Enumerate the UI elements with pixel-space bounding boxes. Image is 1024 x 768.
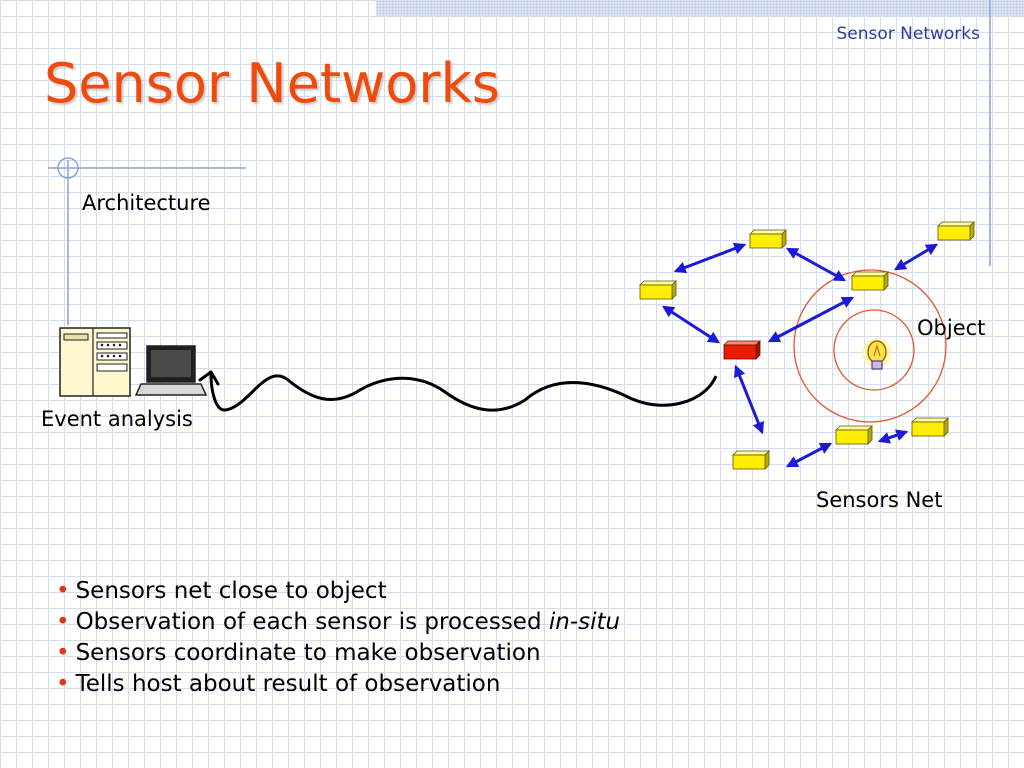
bullet-item: •Sensors net close to object (56, 576, 620, 607)
architecture-label: Architecture (82, 191, 211, 215)
sensor-node (835, 425, 873, 445)
bullet-mark: • (56, 671, 70, 697)
bullet-item: •Observation of each sensor is processed… (56, 607, 620, 638)
bullet-emphasis: in-situ (548, 609, 621, 635)
sensor-node (937, 221, 975, 241)
bullet-text: Sensors net close to object (75, 578, 387, 604)
event-analysis-label: Event analysis (41, 407, 193, 431)
bullet-text: Sensors coordinate to make observation (75, 640, 541, 666)
header-title: Sensor Networks (836, 24, 980, 44)
laptop-icon (134, 345, 208, 396)
bullet-item: •Tells host about result of observation (56, 669, 620, 700)
sensor-node (911, 417, 949, 437)
object-label: Object (917, 316, 986, 340)
sink-node (723, 340, 761, 360)
bullet-text: Tells host about result of observation (75, 671, 501, 697)
sensor-node (749, 229, 787, 249)
bullet-mark: • (56, 609, 70, 635)
outer-range-circle (793, 269, 947, 423)
sensor-node (732, 450, 770, 470)
inner-range-circle (833, 309, 915, 391)
server-icon (59, 327, 131, 397)
sensor-node (851, 271, 889, 291)
sensors-net-label: Sensors Net (816, 488, 943, 512)
sensor-node (639, 280, 677, 300)
bullet-list: •Sensors net close to object •Observatio… (56, 576, 620, 700)
bullet-item: •Sensors coordinate to make observation (56, 638, 620, 669)
connection-arrows (661, 242, 939, 468)
bullet-text: Observation of each sensor is processed (75, 609, 549, 635)
bullet-mark: • (56, 578, 70, 604)
slide-title: Sensor Networks (44, 52, 500, 115)
lightbulb-icon (862, 338, 892, 370)
bullet-mark: • (56, 640, 70, 666)
header-band (376, 0, 1024, 16)
wireless-link (198, 370, 718, 412)
